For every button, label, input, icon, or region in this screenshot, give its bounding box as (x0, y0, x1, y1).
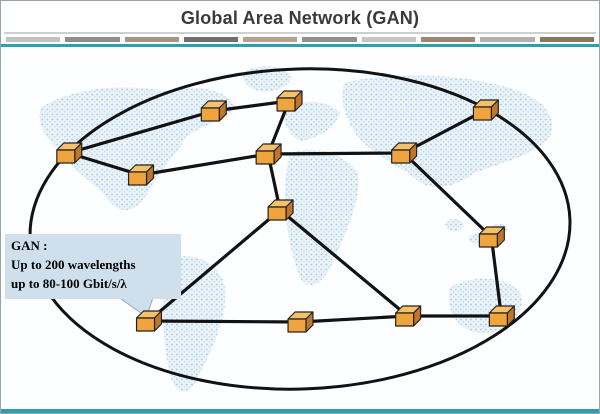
network-diagram (28, 66, 572, 392)
divider-line (4, 32, 596, 34)
decor-strip-segment (539, 37, 594, 42)
network-node-cube (391, 142, 418, 164)
network-link (402, 151, 493, 239)
decor-strip-segment (302, 37, 357, 42)
network-link (278, 208, 410, 318)
network-link (138, 152, 270, 177)
header-accent-line (1, 44, 599, 47)
network-node-cube (287, 311, 314, 333)
decor-strip-segment (6, 37, 61, 42)
callout-line: up to 80-100 Gbit/s/λ (11, 275, 127, 291)
callout-title: GAN : (11, 238, 48, 253)
callout-box: GAN : Up to 200 wavelengths up to 80-100… (5, 234, 181, 299)
page-title: Global Area Network (GAN) (180, 8, 420, 28)
decor-strip-segment (361, 37, 417, 42)
network-node-cube (478, 226, 505, 248)
network-link (266, 151, 406, 156)
map-area: GAN : Up to 200 wavelengths up to 80-100… (1, 53, 599, 409)
decor-strip-segment (243, 37, 298, 42)
callout-line: Up to 200 wavelengths (11, 256, 136, 272)
decor-strip-segment (65, 37, 120, 42)
network-node-cube (127, 164, 155, 186)
network-node-cube (276, 90, 303, 112)
network-node-cube (135, 310, 163, 332)
network-link (298, 314, 410, 324)
network-nodes (56, 90, 515, 333)
bottom-accent-line (1, 409, 599, 413)
network-node-cube (56, 142, 83, 164)
network-link (489, 235, 503, 318)
network-link (402, 108, 487, 155)
network-node-cube (488, 305, 515, 327)
network-link (146, 208, 282, 323)
decor-strip-segment (421, 37, 476, 42)
network-node-cube (395, 305, 422, 327)
network-node-cube (267, 199, 294, 221)
network-link (67, 109, 215, 155)
decor-strip-segment (183, 37, 239, 42)
decor-strip (6, 37, 594, 42)
decor-strip-segment (124, 37, 179, 42)
network-node-cube (255, 143, 282, 165)
network-node-cube (200, 100, 227, 122)
slide-header: Global Area Network (GAN) (1, 8, 599, 60)
network-link (146, 319, 302, 324)
decor-strip-segment (480, 37, 535, 42)
network-node-cube (472, 99, 499, 121)
